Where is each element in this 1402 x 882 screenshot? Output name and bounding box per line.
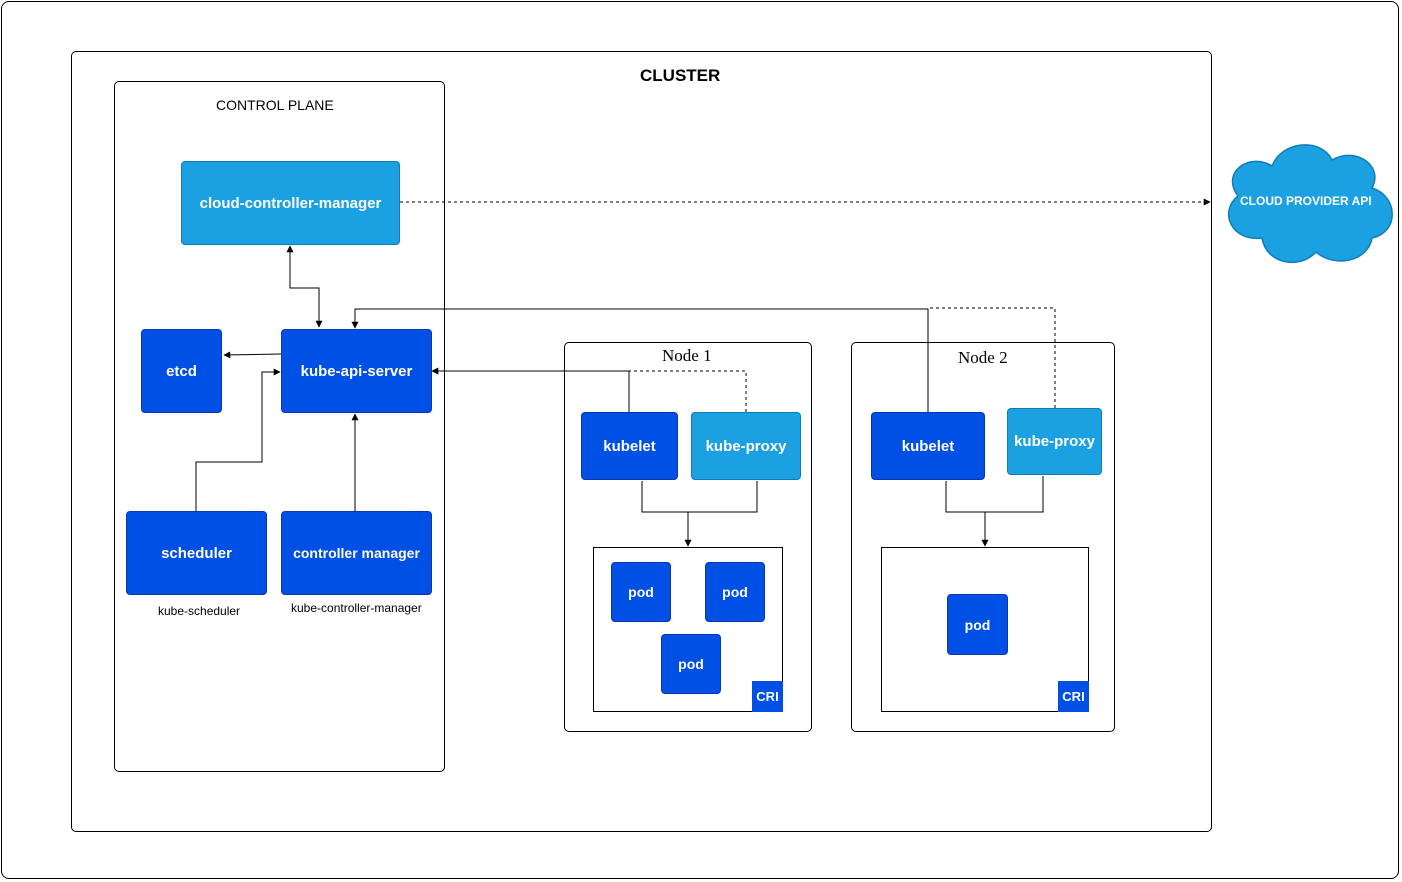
api-to-etcd-link (223, 351, 282, 359)
etcd-block[interactable]: etcd (141, 329, 222, 413)
node1-proxy-api-link (629, 370, 747, 412)
node2-kubelet-api-link (351, 308, 929, 412)
node-1-pod-1[interactable]: pod (611, 562, 671, 622)
node-1-kube-proxy-block[interactable]: kube-proxy (691, 412, 801, 480)
node-1-pod-3[interactable]: pod (661, 634, 721, 694)
node-2-kubelet-block[interactable]: kubelet (871, 412, 985, 480)
kube-scheduler-caption: kube-scheduler (158, 604, 241, 618)
control-plane-title: CONTROL PLANE (216, 97, 334, 113)
cloud-controller-manager-block[interactable]: cloud-controller-manager (181, 161, 400, 245)
node-2-kube-proxy-block[interactable]: kube-proxy (1007, 408, 1102, 475)
node-1-pod-2[interactable]: pod (705, 562, 765, 622)
cloud-shape (1227, 144, 1393, 264)
ccm-api-link (286, 245, 323, 328)
scheduler-to-api-link (195, 368, 281, 511)
node2-proxy-api-link (928, 307, 1056, 408)
kube-api-server-block[interactable]: kube-api-server (281, 329, 432, 413)
node1-to-pods-link (641, 481, 758, 513)
node1-kubelet-api-link (431, 367, 630, 412)
kube-controller-manager-caption: kube-controller-manager (291, 601, 422, 615)
cluster-title: CLUSTER (640, 66, 721, 85)
scheduler-block[interactable]: scheduler (126, 511, 267, 595)
cloud-provider-label: CLOUD PROVIDER API (1240, 194, 1372, 208)
node-2-cri-badge: CRI (1058, 681, 1089, 712)
node-2-title: Node 2 (958, 348, 1008, 367)
node-1-kubelet-block[interactable]: kubelet (581, 412, 678, 480)
controller-manager-block[interactable]: controller manager (281, 511, 432, 595)
node-2-pod-1[interactable]: pod (947, 594, 1008, 655)
node-1-cri-badge: CRI (752, 681, 783, 712)
node-1-title: Node 1 (662, 346, 712, 365)
node2-to-pods-link (945, 476, 1044, 513)
